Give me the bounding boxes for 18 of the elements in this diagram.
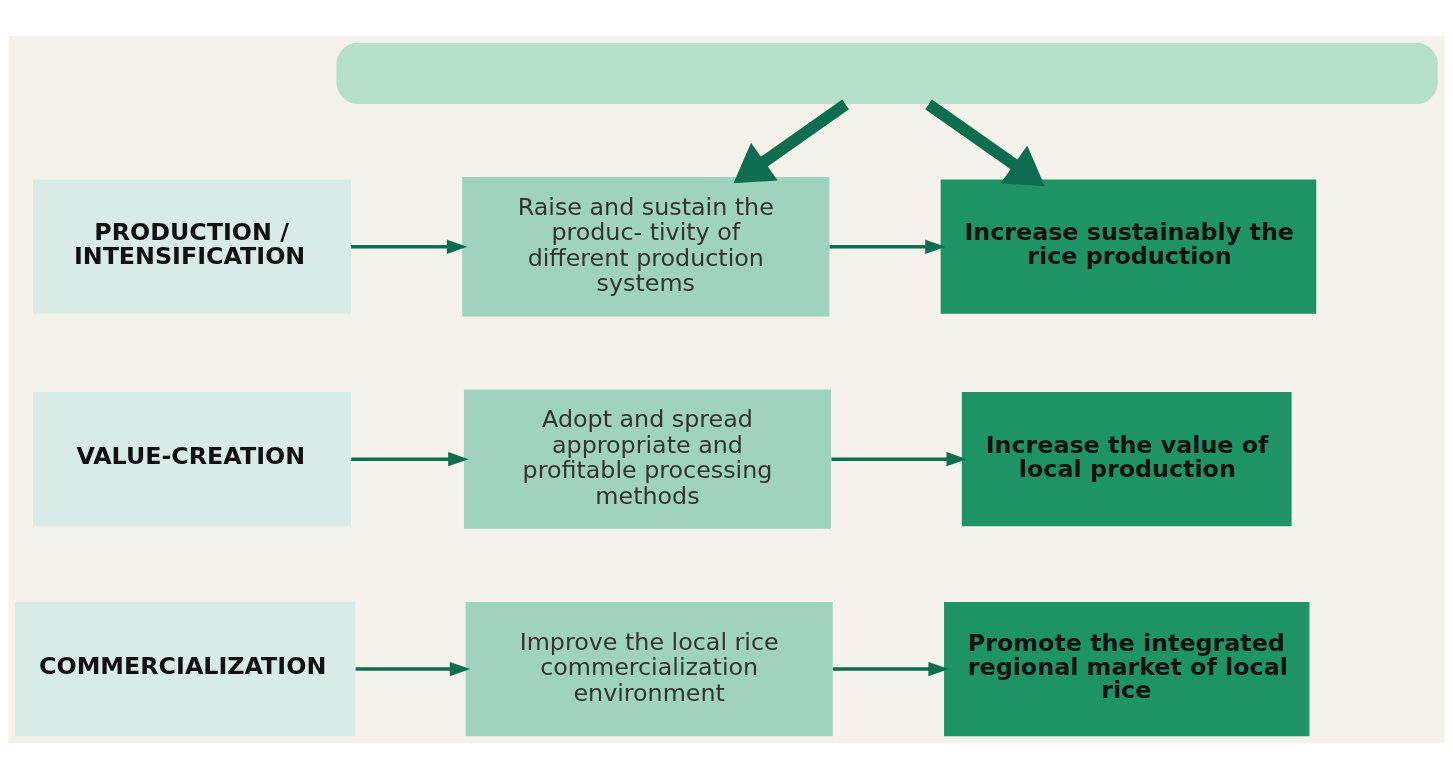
arrow — [925, 99, 1045, 187]
node-box — [336, 42, 1438, 104]
arrow — [733, 99, 850, 184]
node-box: VALUE-CREATION — [33, 392, 351, 527]
node-box: Improve the local rice commercialization environment — [465, 601, 833, 737]
node-box: Raise and sustain the produc- tivity of different production systems — [462, 177, 830, 317]
node-box: Increase the value of local production — [961, 392, 1292, 527]
arrow — [829, 239, 946, 254]
node-box: Adopt and spread appropriate and profitable processing methods — [463, 389, 831, 529]
node-box: PRODUCTION / INTENSIFICATION — [33, 179, 351, 314]
arrow — [832, 661, 949, 677]
node-box: COMMERCIALIZATION — [15, 601, 356, 737]
arrow — [355, 661, 471, 677]
arrow — [831, 452, 967, 467]
node-box: Increase sustainably the rice production — [940, 179, 1317, 314]
arrow — [351, 239, 468, 254]
arrow — [351, 452, 469, 467]
node-box: Promote the integrated regional market of local rice — [944, 601, 1310, 737]
